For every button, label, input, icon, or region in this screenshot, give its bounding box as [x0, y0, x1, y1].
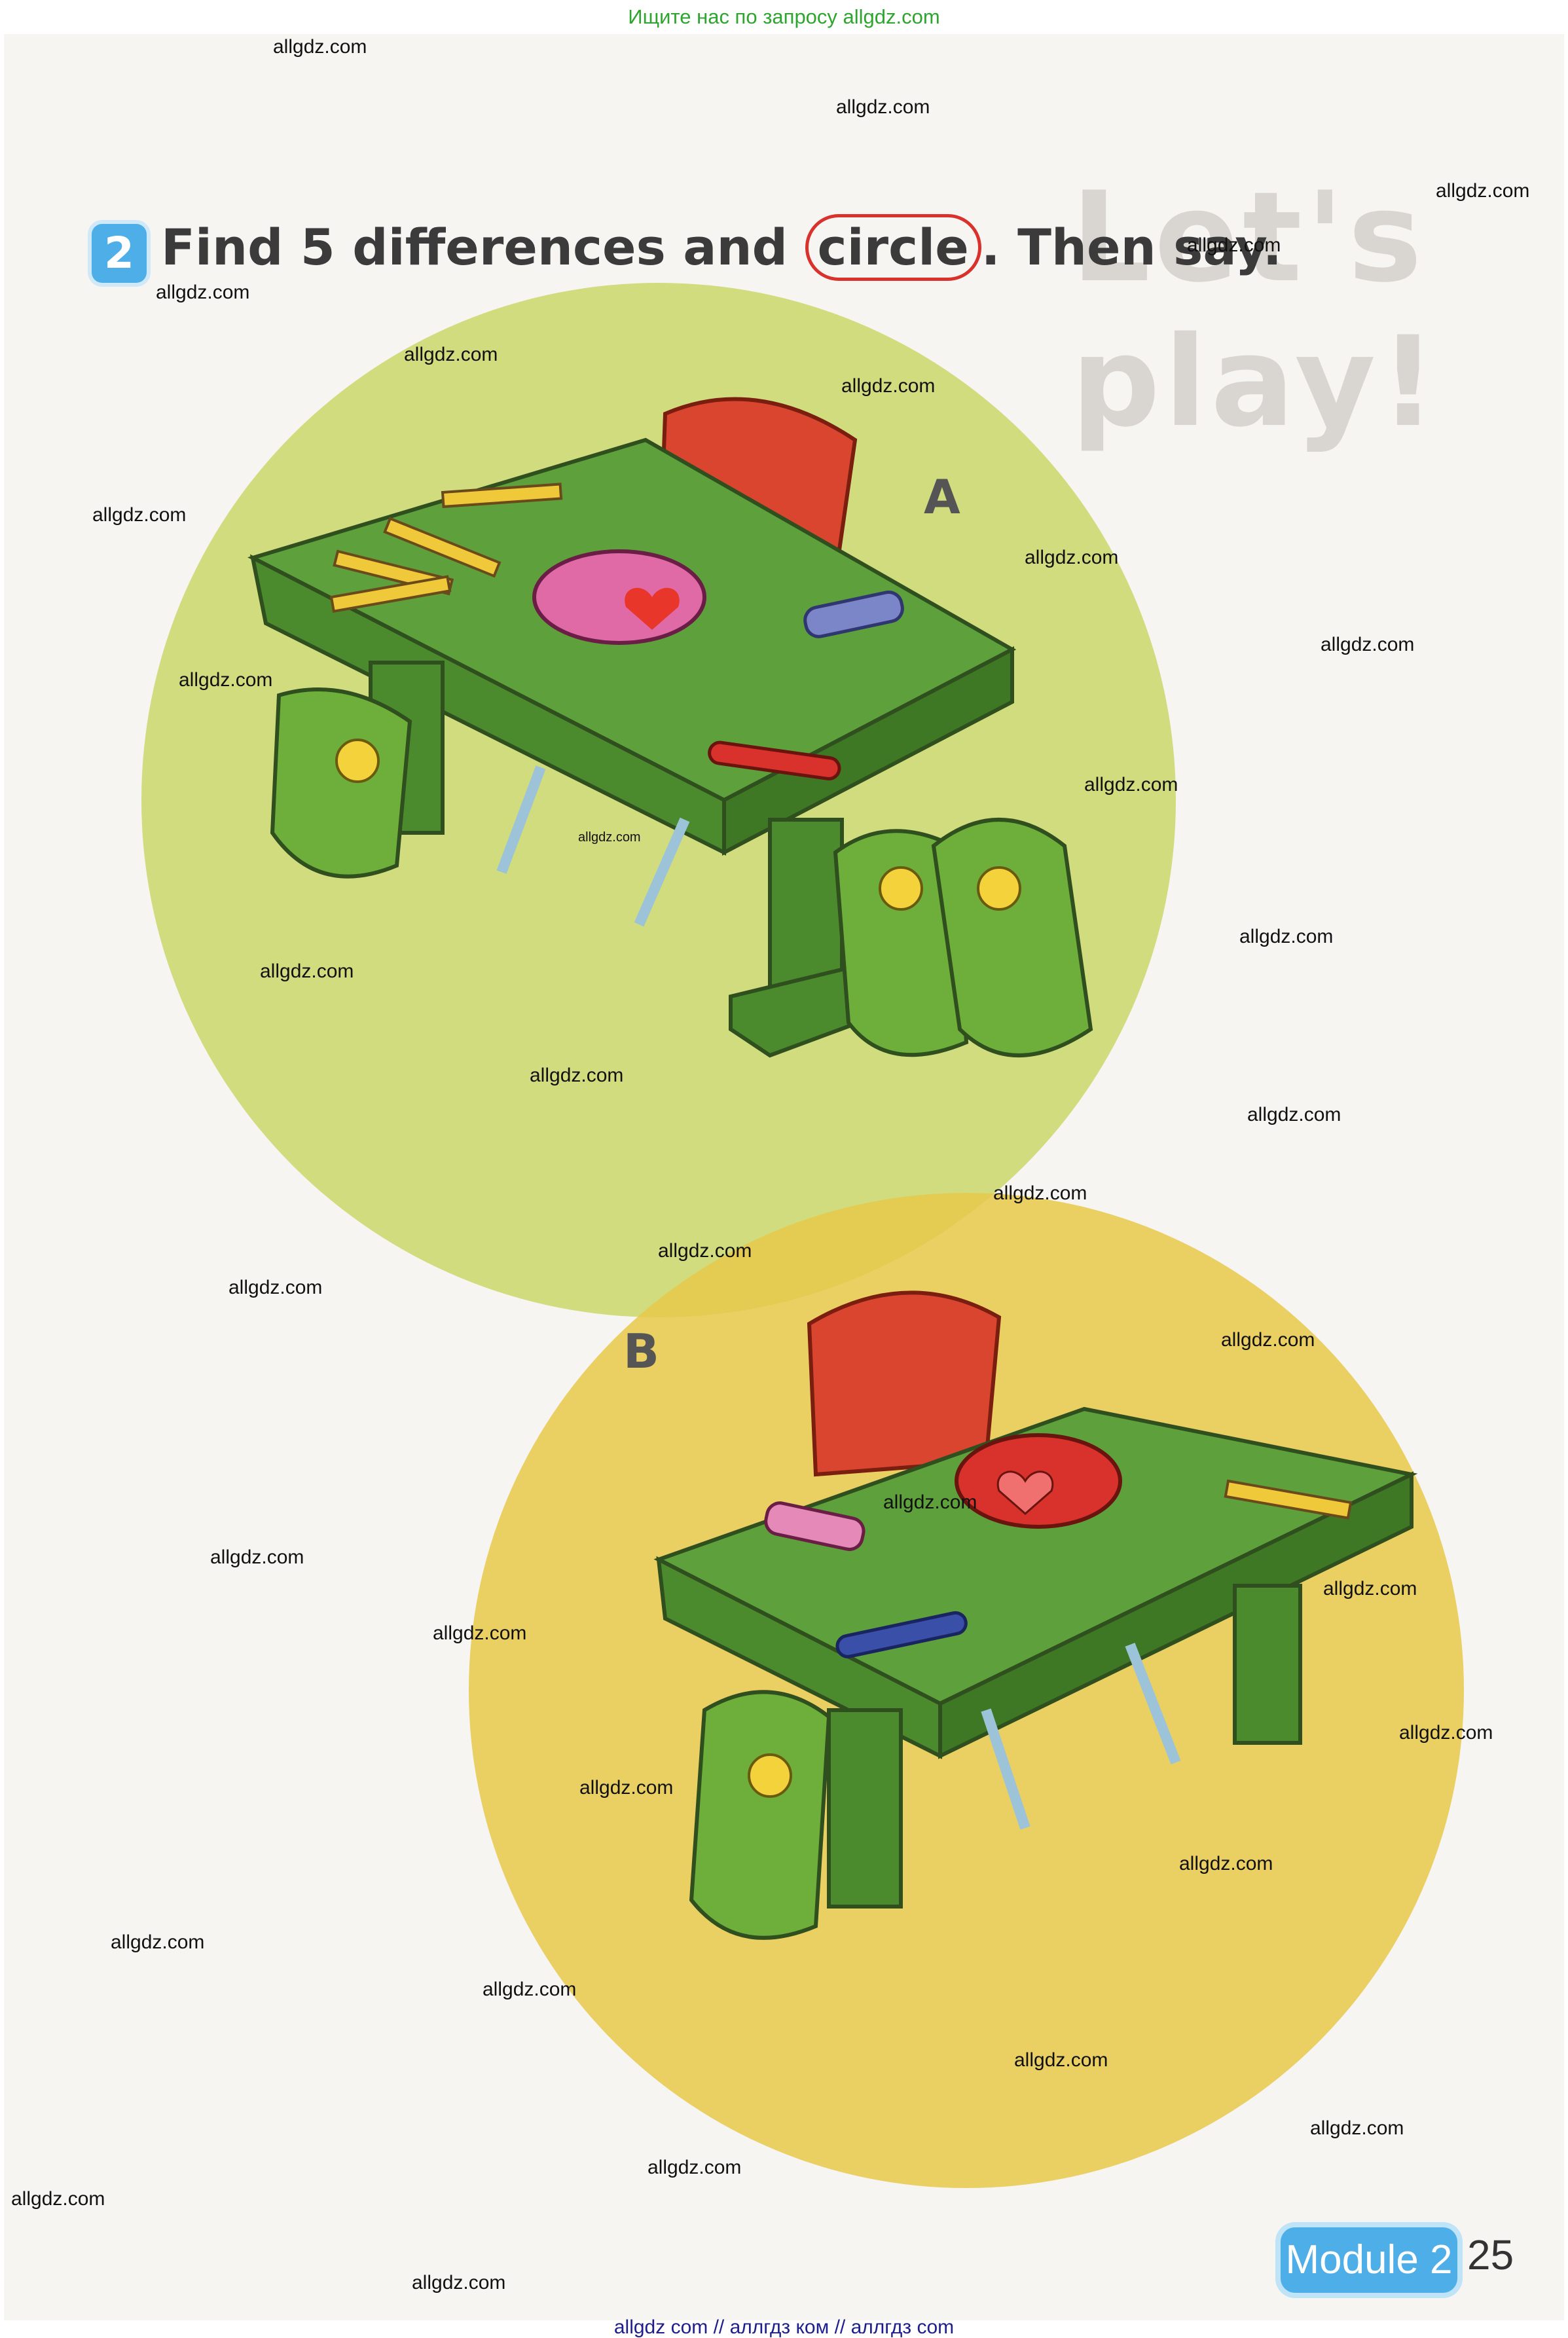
- watermark: allgdz.com: [11, 2188, 105, 2210]
- watermark: allgdz.com: [1239, 926, 1334, 947]
- watermark: allgdz.com: [578, 830, 641, 845]
- task-number-badge: 2: [92, 224, 147, 283]
- watermark: allgdz.com: [841, 375, 936, 397]
- watermark: allgdz.com: [1084, 774, 1178, 795]
- watermark: allgdz.com: [1187, 234, 1281, 256]
- smiley-b-icon: [748, 1753, 792, 1798]
- desk-b-leg-right: [1233, 1584, 1302, 1745]
- watermark: allgdz.com: [993, 1182, 1087, 1204]
- watermark: allgdz.com: [210, 1546, 304, 1568]
- watermark: allgdz.com: [1310, 2117, 1404, 2139]
- watermark: allgdz.com: [1179, 1853, 1273, 1874]
- watermark: allgdz.com: [1399, 1722, 1493, 1744]
- watermark: allgdz.com: [647, 2157, 742, 2178]
- backpack-a-left: [270, 687, 412, 879]
- chair-b: [807, 1290, 1002, 1477]
- backpack-b: [689, 1690, 831, 1940]
- watermark: allgdz.com: [1436, 180, 1530, 202]
- pen-a: [708, 740, 841, 780]
- circled-word: circle: [805, 214, 981, 281]
- pencil-b: [1224, 1479, 1353, 1520]
- bottom-banner[interactable]: allgdz com // аллгдз ком // аллгдз com: [613, 2316, 955, 2338]
- watermark: allgdz.com: [1247, 1104, 1341, 1125]
- page-number: 25: [1467, 2231, 1514, 2278]
- background-heading: Let's play!: [1071, 165, 1441, 454]
- backpack-a-right-1: [833, 829, 969, 1057]
- top-banner[interactable]: Ищите нас по запросу allgdz.com: [628, 5, 940, 28]
- scene-a-label: A: [924, 469, 960, 524]
- smiley-a-3-icon: [977, 866, 1021, 911]
- heart-b-icon: [996, 1470, 1054, 1515]
- chair-b-legs: [981, 1643, 1181, 1830]
- desk-b-leg-left: [827, 1708, 903, 1909]
- watermark: allgdz.com: [836, 96, 930, 118]
- task-instruction: Find 5 differences and circle. Then say.: [161, 214, 1282, 281]
- watermark: allgdz.com: [228, 1277, 323, 1298]
- watermark: allgdz.com: [1014, 2049, 1108, 2071]
- watermark: allgdz.com: [579, 1777, 674, 1799]
- desk-a-side: [722, 646, 1014, 856]
- watermark: allgdz.com: [1025, 547, 1119, 568]
- watermark: allgdz.com: [260, 960, 354, 982]
- watermark: allgdz.com: [1323, 1578, 1417, 1599]
- scene-b-illustration: [469, 1193, 1464, 2188]
- scene-b-label: B: [623, 1324, 659, 1379]
- watermark: allgdz.com: [483, 1979, 577, 2000]
- watermark: allgdz.com: [658, 1240, 752, 1262]
- watermark: allgdz.com: [92, 504, 187, 526]
- eraser-a: [803, 591, 904, 638]
- desk-b-side: [938, 1471, 1413, 1759]
- smiley-a-1-icon: [335, 739, 380, 783]
- backpack-a-right-2: [931, 818, 1093, 1057]
- instruction-part-1: Find 5 differences and: [161, 218, 805, 276]
- instruction-part-2: . Then say.: [981, 218, 1282, 276]
- watermark: allgdz.com: [111, 1931, 205, 1953]
- textbook-page: Let's play! 2 Find 5 differences and cir…: [4, 34, 1564, 2320]
- eraser-b: [764, 1501, 866, 1551]
- watermark: allgdz.com: [404, 344, 498, 365]
- watermark: allgdz.com: [273, 36, 367, 58]
- watermark: allgdz.com: [1221, 1329, 1315, 1351]
- pen-b: [835, 1611, 968, 1658]
- watermark: allgdz.com: [412, 2272, 506, 2293]
- watermark: allgdz.com: [1321, 634, 1415, 655]
- module-badge: Module 2: [1281, 2227, 1457, 2293]
- smiley-a-2-icon: [879, 866, 923, 911]
- watermark: allgdz.com: [179, 669, 273, 691]
- watermark: allgdz.com: [883, 1491, 977, 1513]
- watermark: allgdz.com: [530, 1065, 624, 1086]
- pencils-a: [329, 483, 563, 613]
- watermark: allgdz.com: [156, 282, 250, 303]
- heart-a-icon: [625, 587, 680, 630]
- chair-a-legs: [496, 765, 690, 927]
- scene-a-illustration: [141, 283, 1176, 1317]
- watermark: allgdz.com: [433, 1622, 527, 1644]
